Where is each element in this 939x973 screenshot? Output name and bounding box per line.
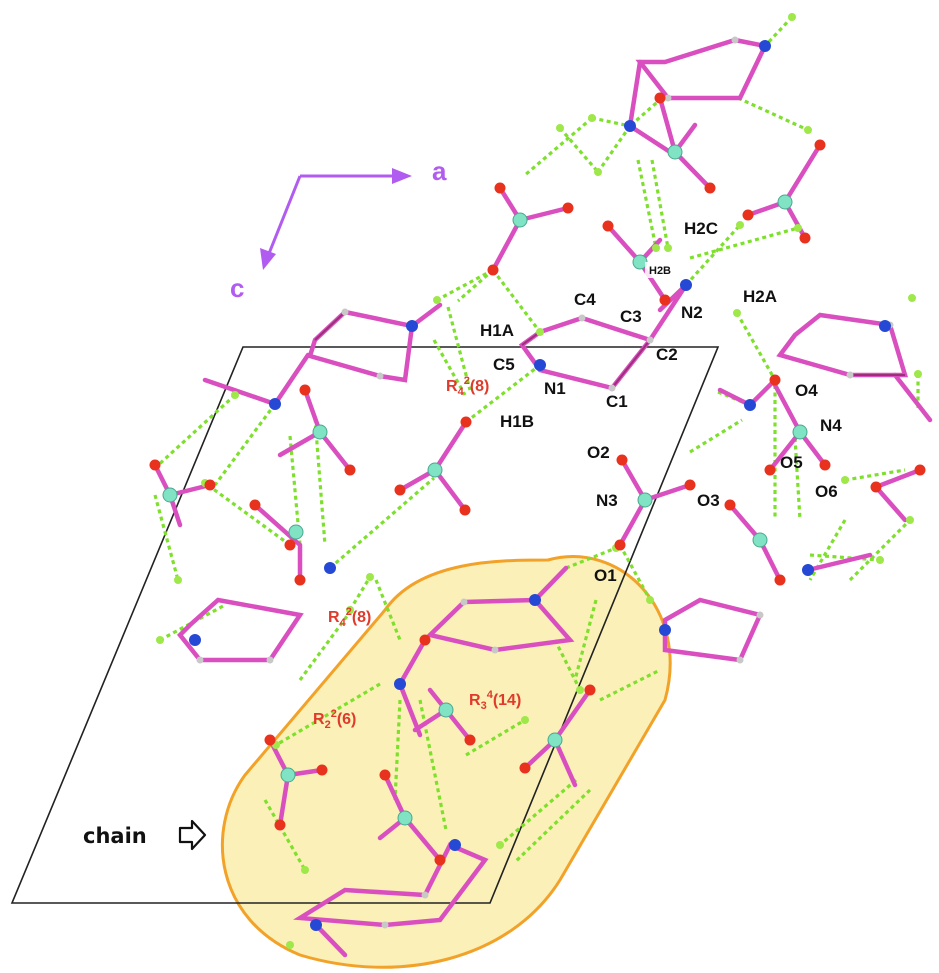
hydrogen-atoms <box>156 13 922 949</box>
axis-c-label: c <box>230 273 244 303</box>
label-o2: O2 <box>587 443 610 462</box>
atom-labels: H2C H2B H2A N2 C4 C3 H1A C2 C5 N1 C1 H1B… <box>480 219 842 585</box>
label-h2b-bg <box>645 262 685 278</box>
chain-highlight <box>220 555 672 969</box>
axis-arrows <box>260 168 412 270</box>
axis-a-label: a <box>432 156 447 186</box>
hydrogen-bonds <box>153 15 920 871</box>
label-c4: C4 <box>574 290 596 309</box>
oxygen-atoms <box>149 92 926 866</box>
label-n2: N2 <box>681 303 703 322</box>
label-n4: N4 <box>820 416 842 435</box>
axis-c-arrowhead <box>260 248 276 270</box>
label-n3: N3 <box>596 491 618 510</box>
label-h2a: H2A <box>743 287 777 306</box>
label-c2: C2 <box>656 345 678 364</box>
right-outline-arrow-icon <box>178 819 207 851</box>
nitrate-nitrogen-atoms <box>162 144 808 826</box>
label-h2c: H2C <box>684 219 718 238</box>
ring-motif-top: R42(8) <box>446 375 489 398</box>
label-o3: O3 <box>697 491 720 510</box>
ring-motif-six: R22(6) <box>313 708 356 731</box>
label-o1: O1 <box>594 566 617 585</box>
label-c3: C3 <box>620 307 642 326</box>
label-h1b: H1B <box>500 412 534 431</box>
unit-cell <box>10 346 720 904</box>
label-c1: C1 <box>606 392 628 411</box>
label-c5: C5 <box>493 355 515 374</box>
chain-label: chain <box>83 824 147 848</box>
label-n1: N1 <box>544 379 566 398</box>
ring-motif-labels: R42(8) R42(8) R22(6) R34(14) <box>313 375 521 731</box>
label-o6: O6 <box>815 482 838 501</box>
label-h1a: H1A <box>480 321 514 340</box>
label-o4: O4 <box>795 381 818 400</box>
ring-motif-fourteen: R34(14) <box>469 689 521 712</box>
axis-a-arrowhead <box>392 168 412 184</box>
label-h2b: H2B <box>649 265 671 277</box>
label-o5: O5 <box>780 453 803 472</box>
ring-motif-left: R42(8) <box>328 606 371 629</box>
carbon-hydrogens <box>196 36 894 929</box>
amine-nitrogen-atoms <box>189 40 891 931</box>
